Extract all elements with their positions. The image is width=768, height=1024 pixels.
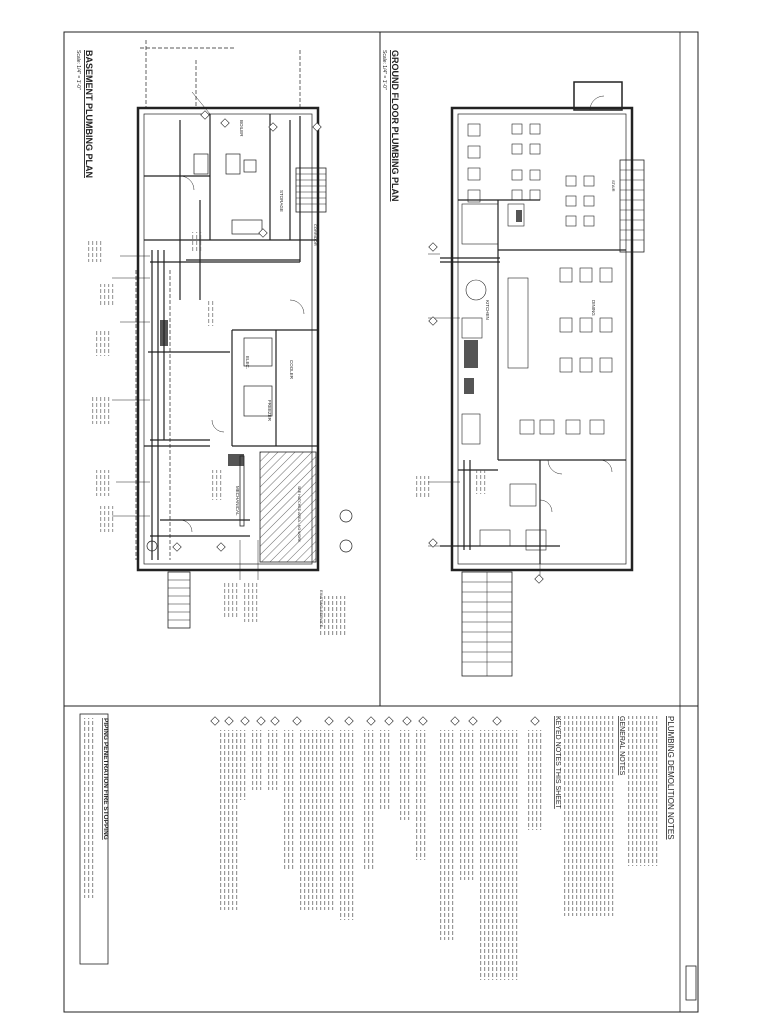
room-label-boiler: BOILER [239, 120, 244, 137]
dining-tables-top [467, 123, 595, 227]
sheet-border [63, 31, 699, 1013]
ground-scale-note: Scale: 1/4" = 1'-0" [381, 50, 387, 90]
room-label-dining: DINING [591, 300, 596, 316]
basement-scale-note: Scale: 1/4" = 1'-0" [75, 50, 81, 90]
firestop-title: PIPING PENETRATION FIRE STOPPING [102, 718, 109, 840]
room-label-kitchen: KITCHEN [485, 300, 490, 320]
dining-tables-middle [507, 267, 613, 435]
basement-stair-bottom [167, 571, 191, 629]
room-label-freezer: FREEZER [267, 400, 272, 422]
general-notes-title: GENERAL NOTES [618, 716, 625, 776]
hatched-area [259, 451, 317, 563]
keyed-notes-title: KEYED NOTES THIS SHEET [554, 716, 561, 810]
ground-floor-plan: GROUND FLOOR PLUMBING PLAN Scale: 1/4" =… [381, 50, 645, 677]
ground-plan-title: GROUND FLOOR PLUMBING PLAN [390, 50, 400, 202]
dark-equipment-ground-1 [464, 340, 478, 368]
dark-equipment-ground-2 [464, 378, 474, 394]
basement-plan: BASEMENT PLUMBING PLAN Scale: 1/4" = 1'-… [75, 40, 353, 636]
demo-notes-title: PLUMBING DEMOLITION NOTES [666, 716, 675, 840]
basement-stair-top [295, 167, 327, 213]
room-label-elec: ELEC. [245, 356, 250, 369]
room-label-cooler: COOLER [289, 360, 294, 380]
dark-equipment-ground-3 [516, 210, 522, 222]
title-tab [685, 965, 697, 1001]
firestop-box [79, 713, 109, 965]
room-label-mechanical: MECHANICAL [235, 486, 240, 516]
room-label-stair: STAIR [611, 180, 616, 192]
basement-plan-title: BASEMENT PLUMBING PLAN [84, 50, 94, 178]
room-label-corridor: CORRIDOR [313, 224, 318, 246]
hatched-area-label: SEE HATCHED AREA - NO WORK [297, 486, 301, 543]
ground-stair-top [619, 159, 645, 253]
room-label-storage: STORAGE [279, 190, 284, 212]
notes-strip: PLUMBING DEMOLITION NOTES GENERAL NOTES … [79, 713, 675, 980]
